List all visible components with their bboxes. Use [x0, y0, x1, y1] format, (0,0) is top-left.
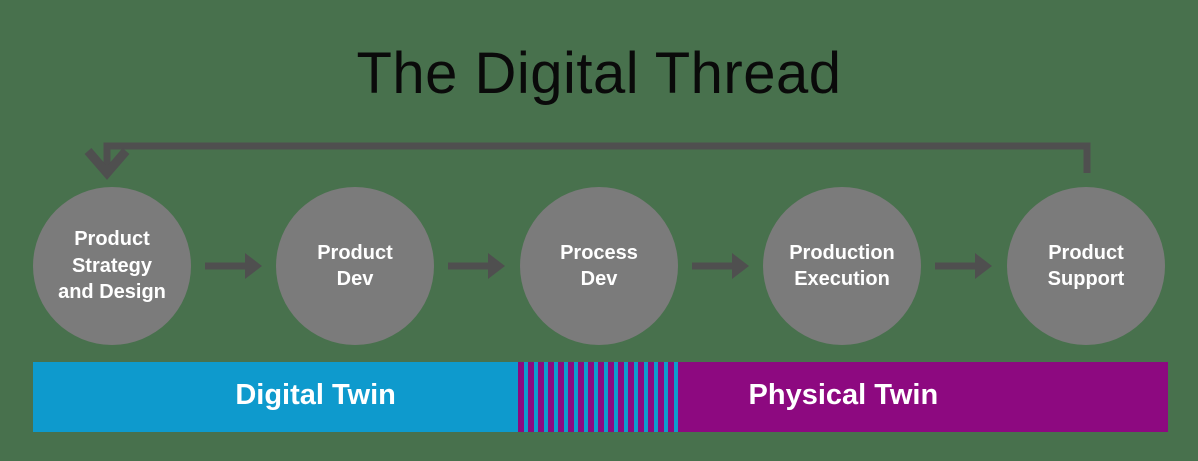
stage-circle-product-support: Product Support	[1007, 187, 1165, 345]
right-arrow-icon	[205, 253, 262, 279]
right-arrow-icon	[935, 253, 992, 279]
twin-transition-stripes	[518, 362, 678, 432]
twin-bar: Digital Twin Physical Twin	[33, 362, 1168, 432]
right-arrow-icon	[448, 253, 505, 279]
digital-twin-segment	[33, 362, 518, 432]
stage-circle-production-execution: Production Execution	[763, 187, 921, 345]
diagram-title: The Digital Thread	[356, 41, 842, 106]
physical-twin-segment	[678, 362, 1168, 432]
stage-circle-process-dev: Process Dev	[520, 187, 678, 345]
stage-circle-product-dev: Product Dev	[276, 187, 434, 345]
digital-twin-label: Digital Twin	[235, 379, 396, 412]
stage-circle-product-strategy-and-design: Product Strategy and Design	[33, 187, 191, 345]
stage-label: Product Strategy and Design	[58, 228, 166, 304]
stage-label: Product Support	[1047, 241, 1125, 290]
stage-label: Process Dev	[560, 241, 638, 290]
stage-label: Product Dev	[317, 241, 393, 290]
stage-label: Production Execution	[789, 241, 895, 290]
right-arrow-icon	[692, 253, 749, 279]
physical-twin-label: Physical Twin	[748, 379, 939, 412]
